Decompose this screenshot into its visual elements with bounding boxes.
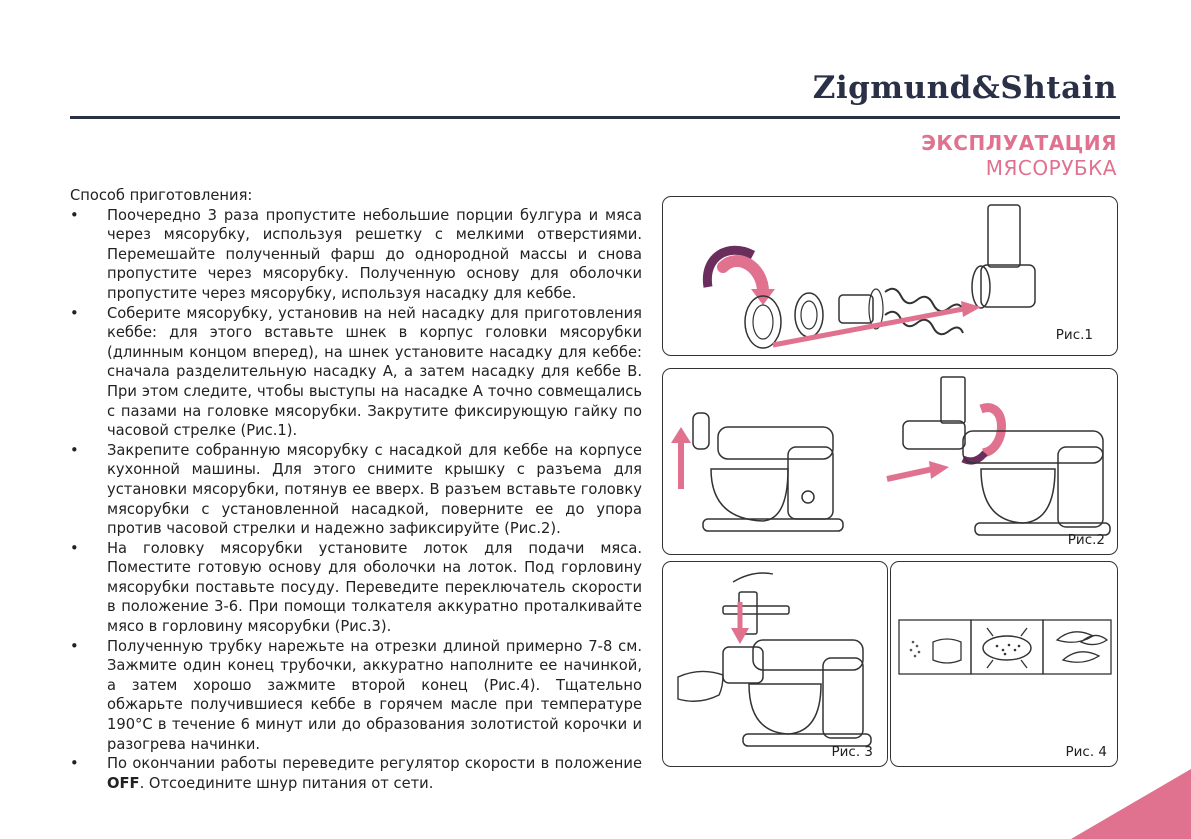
hand-outline <box>732 572 774 583</box>
figure-1-panel: Рис.1 <box>662 196 1118 356</box>
section-subtitle: МЯСОРУБКА <box>985 156 1117 180</box>
instructions: Способ приготовления: • Поочередно 3 раза… <box>70 186 642 793</box>
bullet: • <box>70 637 79 655</box>
grinder-assembly-illustration <box>702 204 1036 349</box>
mixer-head <box>752 639 864 671</box>
list-item-text: Закрепите собранную мясорубку с насадкой… <box>107 441 642 538</box>
list-item: • По окончании работы переведите регулято… <box>70 754 642 793</box>
mixer-head-mounted <box>962 430 1104 464</box>
list-item-text: По окончании работы переведите регулятор… <box>107 755 642 773</box>
mixer-bowl <box>748 683 822 735</box>
figure-1-caption: Рис.1 <box>1055 327 1093 343</box>
bullet: • <box>70 539 79 557</box>
step-ready <box>1042 619 1112 675</box>
rotate-arrow-icon <box>702 245 756 288</box>
figure-4-panel: Рис. 4 <box>890 561 1118 767</box>
list-item-text: Полученную трубку нарежьте на отрезки дл… <box>107 637 642 753</box>
page-corner-accent <box>1071 769 1191 839</box>
off-label: OFF <box>107 774 140 792</box>
feeding-tray <box>722 605 790 615</box>
mixer-mount-illustration <box>671 376 1111 536</box>
locking-ring <box>744 295 782 349</box>
list-item-text: Соберите мясорубку, установив на ней нас… <box>107 304 642 440</box>
list-item-text: . Отсоедините шнур питания от сети. <box>139 774 434 792</box>
figure-2-caption: Рис.2 <box>1067 532 1105 548</box>
step-fill <box>970 619 1044 675</box>
list-item-text: Поочередно 3 раза пропустите небольшие п… <box>107 206 642 302</box>
section-title: ЭКСПЛУАТАЦИЯ <box>921 131 1117 155</box>
mixer-bowl <box>710 468 789 522</box>
auger-screw <box>884 287 964 313</box>
list-item: • Полученную трубку нарежьте на отрезки д… <box>70 637 642 755</box>
figure-4-caption: Рис. 4 <box>1065 744 1107 760</box>
list-item-text: На головку мясорубки установите лоток дл… <box>107 539 642 636</box>
list-item: • На головку мясорубки установите лоток д… <box>70 539 642 637</box>
header-rule <box>70 116 1120 119</box>
figure-3-caption: Рис. 3 <box>831 744 873 760</box>
grinder-head <box>940 376 966 424</box>
figure-3-panel: Рис. 3 <box>662 561 888 767</box>
grinding-illustration <box>677 572 872 747</box>
connector-cover <box>692 412 710 450</box>
rotate-arrow-icon <box>979 403 1006 458</box>
figure-2-panel: Рис.2 <box>662 368 1118 555</box>
list-item: • Соберите мясорубку, установив на ней на… <box>70 304 642 441</box>
hand-outline <box>677 670 724 702</box>
kebbe-shaping-illustration <box>898 619 1112 675</box>
instructions-intro: Способ приготовления: <box>70 187 253 204</box>
step-cut <box>898 619 972 675</box>
list-item: • Поочередно 3 раза пропустите небольшие … <box>70 206 642 304</box>
separator-nozzle-a <box>838 294 874 324</box>
mixer-head <box>717 426 834 460</box>
brand-logo: Zigmund&Shtain <box>812 70 1117 106</box>
bullet: • <box>70 441 79 459</box>
grinder-head <box>987 204 1021 268</box>
bullet: • <box>70 206 79 224</box>
instructions-list: • Поочередно 3 раза пропустите небольшие … <box>70 206 642 794</box>
bullet: • <box>70 304 79 322</box>
kebbe-nozzle-b <box>794 292 824 338</box>
list-item: • Закрепите собранную мясорубку с насадко… <box>70 441 642 539</box>
bullet: • <box>70 755 79 773</box>
